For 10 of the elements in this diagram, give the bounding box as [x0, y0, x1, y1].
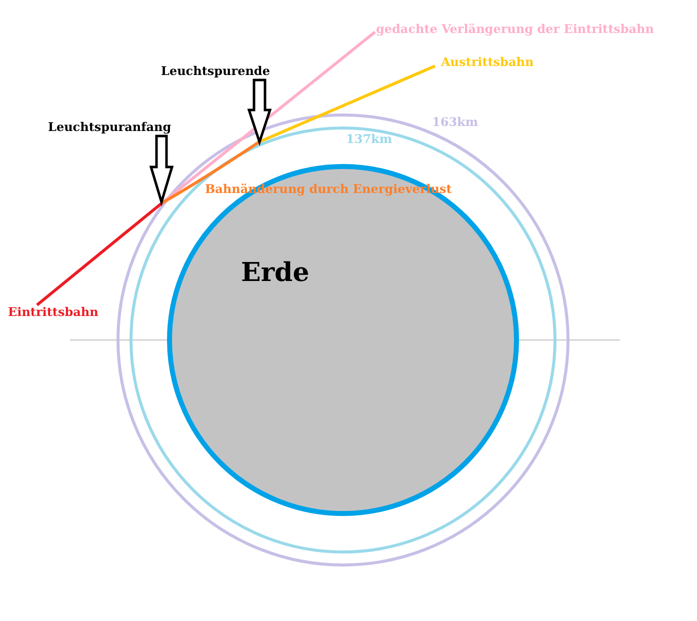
callout-label: Leuchtspurende [161, 64, 270, 79]
trajectory-label: Eintrittsbahn [8, 305, 98, 320]
earth-label: Erde [241, 257, 310, 289]
block-arrow [149, 134, 174, 206]
callout-label: Leuchtspuranfang [48, 120, 172, 135]
block-arrow [247, 78, 272, 146]
trajectory-label: gedachte Verlängerung der Eintrittsbahn [376, 22, 654, 37]
trajectory-label: Austrittsbahn [441, 55, 534, 70]
altitude-label: 163km [432, 115, 478, 130]
altitude-label: 137km [346, 132, 392, 147]
